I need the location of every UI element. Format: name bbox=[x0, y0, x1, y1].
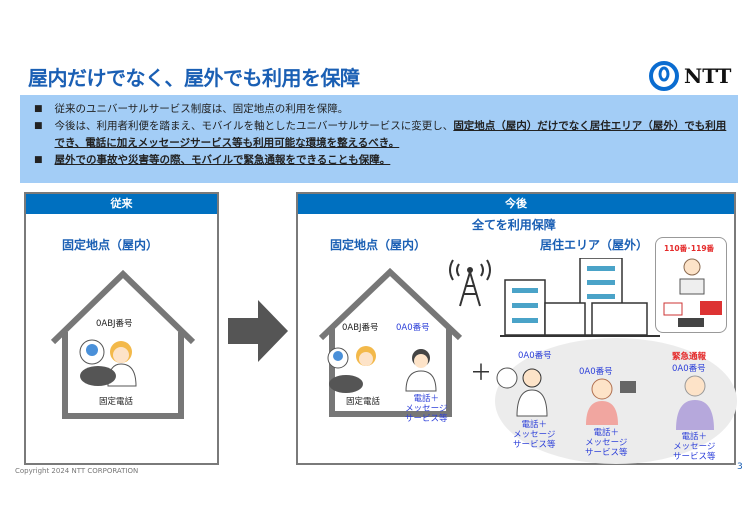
arrow-right-icon bbox=[228, 300, 288, 362]
before-heading: 固定地点（屋内） bbox=[62, 238, 159, 252]
bullet-emphasis: 固定地点（屋内）だけでなく居住エリア（屋外）でも利用でき、電話に加えメッセージサ… bbox=[54, 120, 727, 149]
house-icon bbox=[318, 267, 463, 417]
before-header: 従来 bbox=[26, 194, 217, 214]
service-label: 電話＋メッセージサービス等 bbox=[673, 432, 716, 462]
service-label: 電話＋メッセージサービス等 bbox=[405, 394, 448, 424]
future-header: 今後 bbox=[298, 194, 734, 214]
emergency-call-label: 緊急通報 bbox=[672, 352, 707, 362]
house-icon bbox=[50, 269, 196, 419]
abj-number-label: 0ABJ番号 bbox=[96, 319, 133, 329]
summary-box: ■従来のユニバーサルサービス制度は、固定地点の利用を保障。 ■今後は、利用者利便… bbox=[20, 95, 738, 183]
ntt-logo: NTT bbox=[648, 60, 738, 92]
outdoor-area-ellipse bbox=[495, 338, 737, 464]
oao-number-label: 0A0番号 bbox=[579, 367, 613, 377]
page-title: 屋内だけでなく、屋外でも利用を保障 bbox=[28, 66, 360, 90]
outdoor-label: 居住エリア（屋外） bbox=[540, 238, 649, 252]
emergency-operator-icon bbox=[663, 258, 722, 327]
oao-number-label: 0A0番号 bbox=[396, 323, 430, 333]
future-heading: 全てを利用保障 bbox=[472, 218, 556, 232]
fixed-phone-label: 固定電話 bbox=[346, 397, 381, 407]
person-message-icon bbox=[586, 378, 636, 425]
copyright: Copyright 2024 NTT CORPORATION bbox=[15, 467, 139, 475]
logo-text: NTT bbox=[684, 64, 732, 88]
service-label: 電話＋メッセージサービス等 bbox=[585, 428, 628, 458]
bullet-text: 従来のユニバーサルサービス制度は、固定地点の利用を保障。 bbox=[54, 103, 349, 115]
page-number: 3 bbox=[737, 462, 743, 472]
plus-icon: ＋ bbox=[470, 361, 493, 386]
person-calling-icon bbox=[676, 375, 714, 430]
before-panel: 従来 bbox=[24, 192, 219, 465]
cell-tower-icon bbox=[449, 259, 491, 307]
oao-number-label: 0A0番号 bbox=[518, 351, 552, 361]
abj-number-label: 0ABJ番号 bbox=[342, 323, 379, 333]
summary-bullet: ■今後は、利用者利便を踏まえ、モバイルを軸としたユニバーサルサービスに変更し、固… bbox=[34, 120, 727, 149]
ntt-logo-icon bbox=[649, 61, 679, 91]
indoor-label: 固定地点（屋内） bbox=[330, 238, 427, 252]
summary-bullet: ■屋外での事故や災害等の際、モバイルで緊急通報をできることも保障。 bbox=[34, 152, 728, 169]
bullet-text: 今後は、利用者利便を踏まえ、モバイルを軸としたユニバーサルサービスに変更し、 bbox=[54, 120, 454, 132]
oao-number-label: 0A0番号 bbox=[672, 364, 706, 374]
person-shopping-icon bbox=[496, 367, 548, 417]
emergency-numbers: 110番･119番 bbox=[664, 244, 715, 253]
buildings-icon bbox=[500, 258, 660, 337]
bullet-emphasis: 屋外での事故や災害等の際、モバイルで緊急通報をできることも保障。 bbox=[54, 154, 391, 166]
fixed-phone-label: 固定電話 bbox=[99, 397, 134, 407]
service-label: 電話＋メッセージサービス等 bbox=[513, 420, 556, 450]
summary-bullet: ■従来のユニバーサルサービス制度は、固定地点の利用を保障。 bbox=[34, 101, 728, 118]
